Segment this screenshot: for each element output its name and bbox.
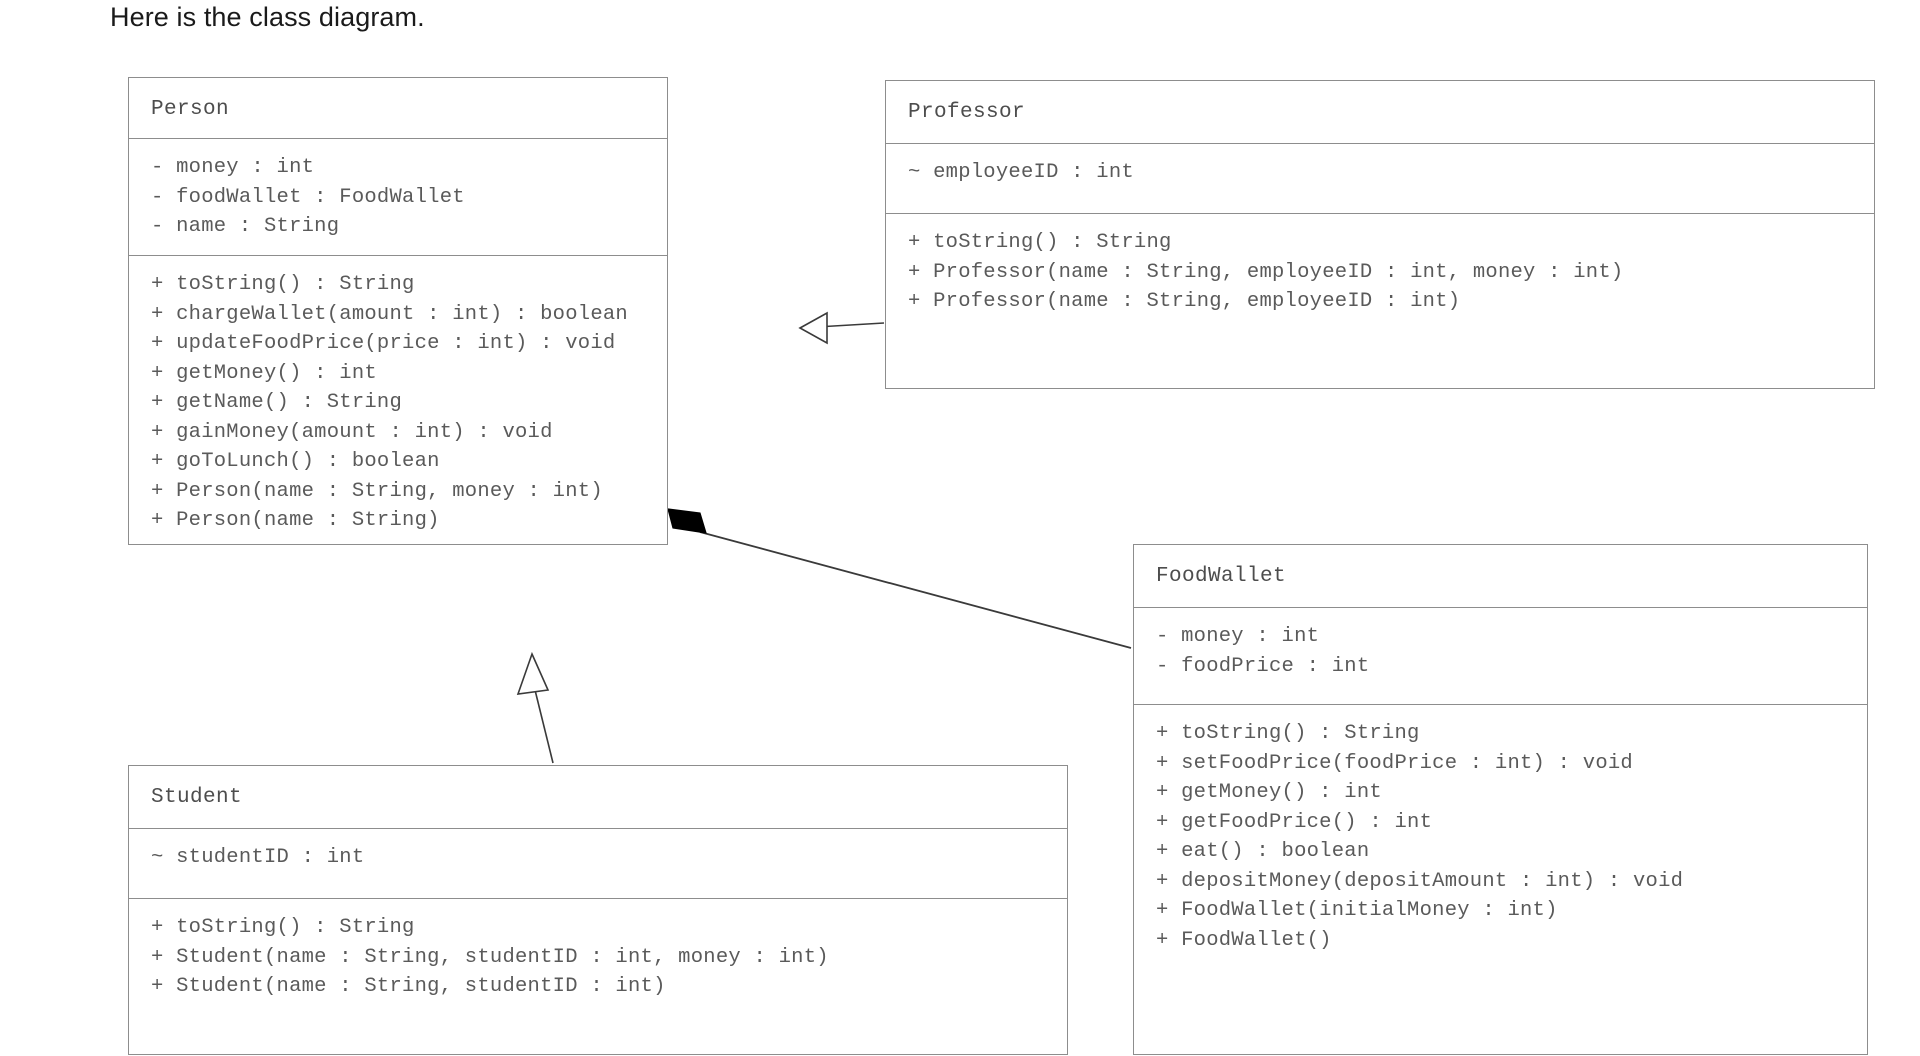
attribute-item: ~ employeeID : int: [908, 161, 1134, 184]
method-item: + updateFoodPrice(price : int) : void: [151, 332, 616, 355]
attribute-list: ~ employeeID : int: [886, 144, 1874, 202]
class-name-label: Professor: [908, 101, 1026, 124]
method-item: + gainMoney(amount : int) : void: [151, 420, 553, 444]
method-item: + getFoodPrice() : int: [1156, 810, 1433, 834]
method-item: + goToLunch() : boolean: [151, 450, 440, 473]
method-item: + Professor(name : String, employeeID : …: [908, 260, 1624, 284]
attribute-item: - money : int: [151, 156, 315, 179]
relationship-person-composes-foodwallet: [667, 508, 1132, 649]
method-item: + chargeWallet(amount : int) : boolean: [151, 302, 628, 326]
class-name-compartment: FoodWallet: [1134, 545, 1867, 607]
method-item: + Student(name : String, studentID : int…: [151, 975, 666, 998]
method-list: + toString() : String + Student(name : S…: [129, 899, 1067, 1016]
method-item: + FoodWallet(): [1156, 928, 1332, 952]
method-item: + toString() : String: [151, 916, 415, 939]
method-item: + Professor(name : String, employeeID : …: [908, 290, 1461, 313]
uml-class-student[interactable]: Student ~ studentID : int + toString() :…: [128, 765, 1068, 1055]
method-item: + Person(name : String): [151, 509, 440, 532]
method-item: + toString() : String: [908, 231, 1172, 254]
method-item: + eat() : boolean: [1156, 840, 1370, 863]
method-item: + getMoney() : int: [151, 361, 377, 385]
method-item: + depositMoney(depositAmount : int) : vo…: [1156, 869, 1684, 893]
attribute-list: - money : int - foodWallet : FoodWallet …: [129, 139, 667, 256]
attribute-item: - foodPrice : int: [1156, 654, 1370, 678]
method-item: + toString() : String: [1156, 722, 1420, 745]
class-methods-compartment: + toString() : String + chargeWallet(amo…: [129, 255, 667, 544]
method-item: + Student(name : String, studentID : int…: [151, 945, 829, 969]
attribute-list: ~ studentID : int: [129, 829, 1067, 887]
attribute-list: - money : int - foodPrice : int: [1134, 608, 1867, 695]
relationship-student-inherits-person: [516, 651, 554, 764]
method-list: + toString() : String + Professor(name :…: [886, 214, 1874, 331]
class-methods-compartment: + toString() : String + Professor(name :…: [886, 213, 1874, 388]
method-item: + FoodWallet(initialMoney : int): [1156, 899, 1558, 922]
class-name-label: FoodWallet: [1156, 565, 1287, 588]
method-list: + toString() : String + setFoodPrice(foo…: [1134, 705, 1867, 969]
uml-class-foodwallet[interactable]: FoodWallet - money : int - foodPrice : i…: [1133, 544, 1868, 1055]
method-item: + toString() : String: [151, 273, 415, 296]
class-name-compartment: Student: [129, 766, 1067, 828]
class-methods-compartment: + toString() : String + Student(name : S…: [129, 898, 1067, 1054]
attribute-item: ~ studentID : int: [151, 846, 365, 869]
class-name-compartment: Person: [129, 78, 667, 138]
intro-text: Here is the class diagram.: [110, 2, 425, 32]
class-name-label: Student: [151, 786, 243, 809]
method-list: + toString() : String + chargeWallet(amo…: [129, 256, 667, 550]
class-attributes-compartment: ~ employeeID : int: [886, 143, 1874, 213]
attribute-item: - name : String: [151, 215, 340, 238]
relationship-professor-inherits-person: [798, 311, 885, 345]
class-name-compartment: Professor: [886, 81, 1874, 143]
class-name-label: Person: [151, 98, 230, 121]
method-item: + Person(name : String, money : int): [151, 479, 603, 503]
method-item: + getMoney() : int: [1156, 781, 1382, 804]
class-methods-compartment: + toString() : String + setFoodPrice(foo…: [1134, 704, 1867, 1054]
method-item: + setFoodPrice(foodPrice : int) : void: [1156, 751, 1633, 775]
uml-class-professor[interactable]: Professor ~ employeeID : int + toString(…: [885, 80, 1875, 389]
attribute-item: - money : int: [1156, 625, 1320, 648]
class-attributes-compartment: - money : int - foodPrice : int: [1134, 607, 1867, 704]
class-attributes-compartment: ~ studentID : int: [129, 828, 1067, 898]
attribute-item: - foodWallet : FoodWallet: [151, 185, 465, 209]
uml-class-person[interactable]: Person - money : int - foodWallet : Food…: [128, 77, 668, 545]
class-attributes-compartment: - money : int - foodWallet : FoodWallet …: [129, 138, 667, 255]
method-item: + getName() : String: [151, 391, 403, 414]
